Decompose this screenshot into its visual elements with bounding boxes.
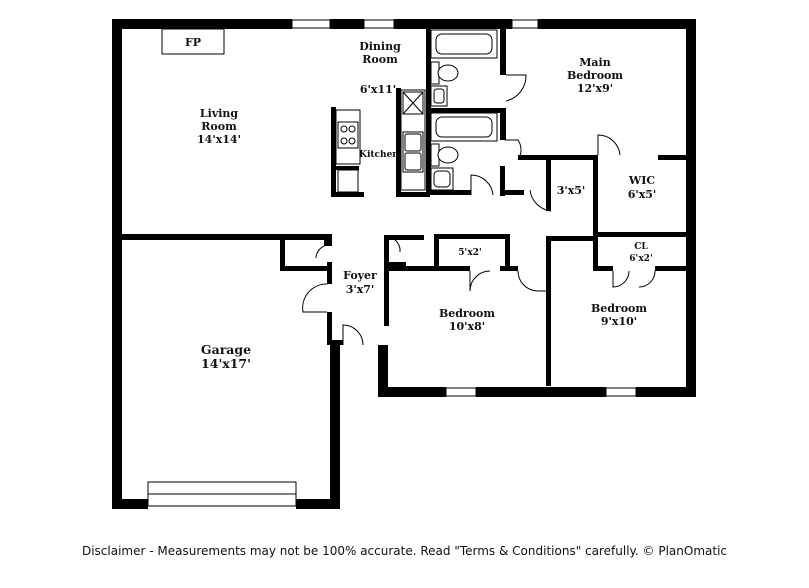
bedroom-1-size: 10'x8' [449,320,485,333]
interior-walls [112,27,688,386]
door-swings [302,74,656,346]
wic-label: WIC [628,174,655,187]
fireplace-label: FP [185,36,201,49]
exterior-walls [112,19,696,509]
bedroom-1-label: Bedroom [439,307,495,320]
bedroom-2-label: Bedroom [591,302,647,315]
wic-size: 6'x5' [628,188,657,201]
main-bedroom-label: Main [579,56,610,69]
bath-fixtures [430,29,498,191]
foyer-label: Foyer [343,269,377,282]
garage-label: Garage [201,342,251,357]
disclaimer-text: Disclaimer - Measurements may not be 100… [81,544,728,558]
living-room-size: 14'x14' [197,133,241,146]
living-room-label-2: Room [201,120,237,133]
windows [147,19,637,507]
cl-label: CL [634,242,648,252]
room-labels: FP Dining Room 6'x11' Living Room 14'x14… [185,36,656,371]
foyer-size: 3'x7' [346,283,375,296]
kitchen-label: Kitchen [359,150,399,160]
main-bedroom-label-2: Bedroom [567,69,623,82]
floor-plan: FP Dining Room 6'x11' Living Room 14'x14… [112,19,696,509]
garage-size: 14'x17' [201,356,251,371]
living-room-label: Living [200,107,238,120]
dining-room-label-2: Room [362,53,398,66]
hall-size: 3'x5' [557,184,586,197]
fireplace [161,28,225,55]
closet-size: 5'x2' [458,248,481,258]
dining-room-size: 6'x11' [360,83,396,96]
cl-size: 6'x2' [629,254,652,264]
bedroom-2-size: 9'x10' [601,315,637,328]
main-bedroom-size: 12'x9' [577,82,613,95]
dining-room-label: Dining [359,40,401,53]
kitchen-fixtures [335,89,426,193]
